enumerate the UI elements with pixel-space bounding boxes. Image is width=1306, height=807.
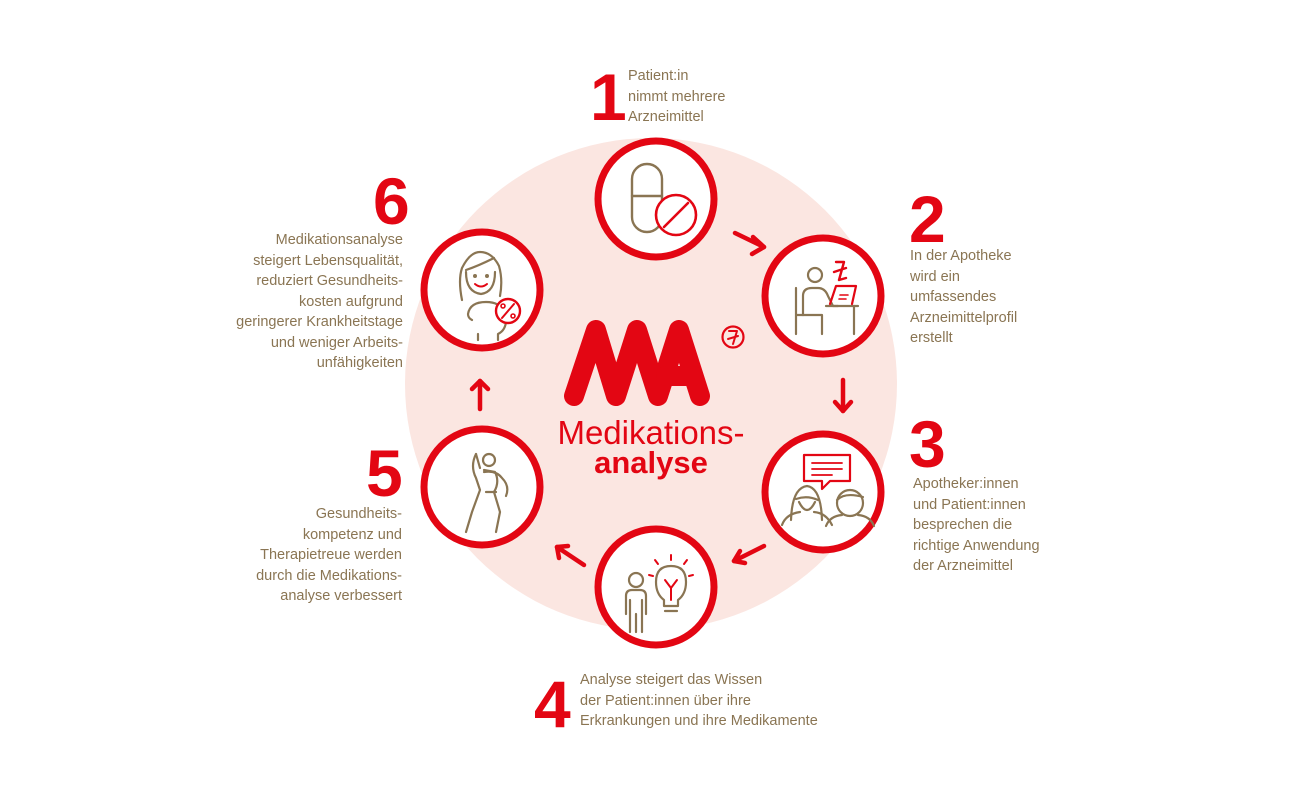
- step-2-line: wird ein: [910, 268, 960, 285]
- step-6-line: reduziert Gesundheits-: [256, 273, 403, 289]
- step-5-line: durch die Medikations-: [256, 567, 402, 584]
- step-3-line: und Patient:innen: [913, 496, 1026, 513]
- step-6-circle: [420, 228, 544, 352]
- cycle-arrows: [469, 230, 854, 568]
- step-5-line: kompetenz und: [302, 526, 402, 543]
- step-6-line: Medikationsanalyse: [275, 232, 403, 248]
- logo-line2: analyse: [594, 445, 708, 480]
- step-1-number: 1: [590, 60, 627, 134]
- arrow-4-to-5: [554, 543, 587, 568]
- step-2-line: In der Apotheke: [910, 248, 1012, 264]
- step-circles: [420, 137, 885, 649]
- step-2-line: umfassendes: [910, 289, 997, 305]
- arrow-1-to-2: [732, 230, 767, 257]
- step-1-line: Arzneimittel: [628, 109, 704, 125]
- step-5-line: Gesundheits-: [315, 506, 402, 522]
- apotheke-a-logo-icon: [721, 325, 745, 349]
- step-1-text: Patient:in nimmt mehrere Arzneimittel: [628, 66, 726, 128]
- step-1-circle: [594, 137, 718, 261]
- step-6-line: unfähigkeiten: [316, 355, 403, 371]
- step-5-line: analyse verbessert: [280, 588, 402, 604]
- step-4-number: 4: [534, 667, 571, 741]
- step-2-line: erstellt: [910, 330, 953, 346]
- step-6-line: kosten aufgrund: [299, 293, 403, 310]
- arrow-3-to-4: [731, 543, 767, 566]
- arrow-5-to-6: [469, 378, 491, 412]
- step-5-text: Gesundheits- kompetenz und Therapietreue…: [200, 504, 402, 607]
- step-2-line: Arzneimittelprofil: [910, 309, 1018, 326]
- logo-line1: Medikations-: [557, 414, 745, 451]
- step-3-line: Apotheker:innen: [913, 476, 1019, 492]
- arrow-2-to-3: [832, 377, 854, 414]
- step-3-line: richtige Anwendung: [913, 537, 1040, 554]
- pill-capsule-icon: [630, 162, 698, 237]
- step-5-number: 5: [366, 436, 403, 510]
- step-3-circle: [761, 430, 885, 554]
- step-4-line: Erkrankungen und ihre Medikamente: [580, 713, 818, 729]
- pharmacist-laptop-icon: [794, 260, 860, 336]
- step-2-circle: [761, 234, 885, 358]
- step-3-number: 3: [909, 407, 946, 481]
- step-1-line: nimmt mehrere: [628, 88, 726, 105]
- consultation-speech-icon: [780, 453, 876, 528]
- step-4-text: Analyse steigert das Wissen der Patient:…: [580, 670, 818, 732]
- step-2-number: 2: [909, 182, 946, 256]
- step-6-line: steigert Lebensqualität,: [253, 252, 403, 269]
- step-6-number: 6: [373, 164, 410, 238]
- person-lightbulb-icon: [624, 554, 694, 634]
- stretching-person-icon: [464, 452, 509, 534]
- step-1-line: Patient:in: [628, 68, 689, 84]
- step-6-line: und weniger Arbeits-: [270, 334, 403, 351]
- step-3-line: besprechen die: [913, 517, 1013, 533]
- step-4-line: der Patient:innen über ihre: [580, 692, 751, 709]
- woman-piggybank-percent-icon: [458, 250, 522, 342]
- step-2-text: In der Apotheke wird ein umfassendes Arz…: [910, 246, 1017, 349]
- step-6-line: geringerer Krankheitstage: [236, 314, 403, 330]
- step-6-text: Medikationsanalyse steigert Lebensqualit…: [190, 230, 403, 374]
- step-4-line: Analyse steigert das Wissen: [580, 672, 763, 688]
- ma-logo-mark: [564, 320, 710, 406]
- step-3-text: Apotheker:innen und Patient:innen bespre…: [913, 474, 1040, 577]
- step-5-circle: [420, 425, 544, 549]
- step-3-line: der Arzneimittel: [913, 558, 1013, 574]
- step-5-line: Therapietreue werden: [260, 547, 402, 563]
